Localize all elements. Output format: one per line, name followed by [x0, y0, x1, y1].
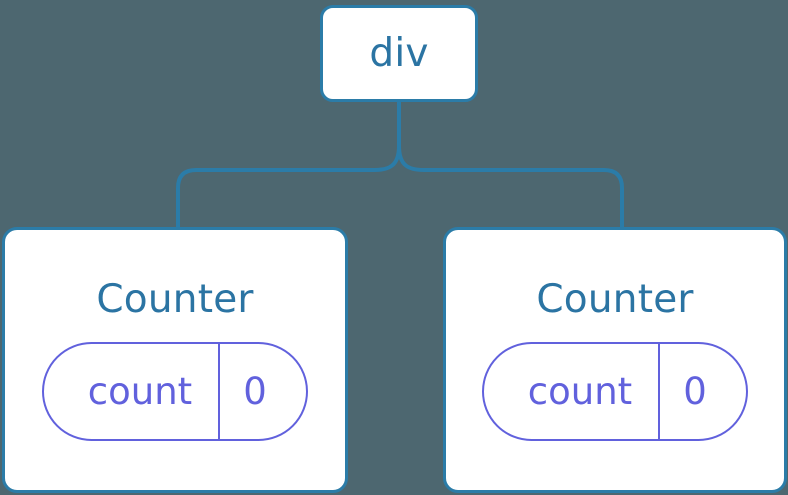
state-pill-right-key: count: [484, 344, 658, 439]
state-pill-left-key: count: [44, 344, 218, 439]
state-pill-left-key-text: count: [87, 370, 193, 413]
node-div-label: div: [369, 31, 429, 76]
node-counter-right[interactable]: Counter count 0: [443, 227, 787, 493]
state-pill-right-divider: [658, 344, 660, 439]
state-pill-right-value: 0: [660, 344, 746, 439]
node-div[interactable]: div: [320, 5, 478, 102]
state-pill-right-value-text: 0: [683, 370, 707, 413]
state-pill-left-divider: [218, 344, 220, 439]
state-pill-right-key-text: count: [527, 370, 633, 413]
state-pill-left[interactable]: count 0: [42, 342, 308, 441]
connector-edge-right: [397, 99, 624, 231]
node-counter-left-label: Counter: [96, 277, 254, 322]
state-pill-left-value: 0: [220, 344, 306, 439]
node-counter-left[interactable]: Counter count 0: [2, 227, 348, 493]
state-pill-left-value-text: 0: [243, 370, 267, 413]
connector-edge-left: [176, 99, 401, 231]
state-pill-right[interactable]: count 0: [482, 342, 748, 441]
node-counter-right-label: Counter: [536, 277, 694, 322]
